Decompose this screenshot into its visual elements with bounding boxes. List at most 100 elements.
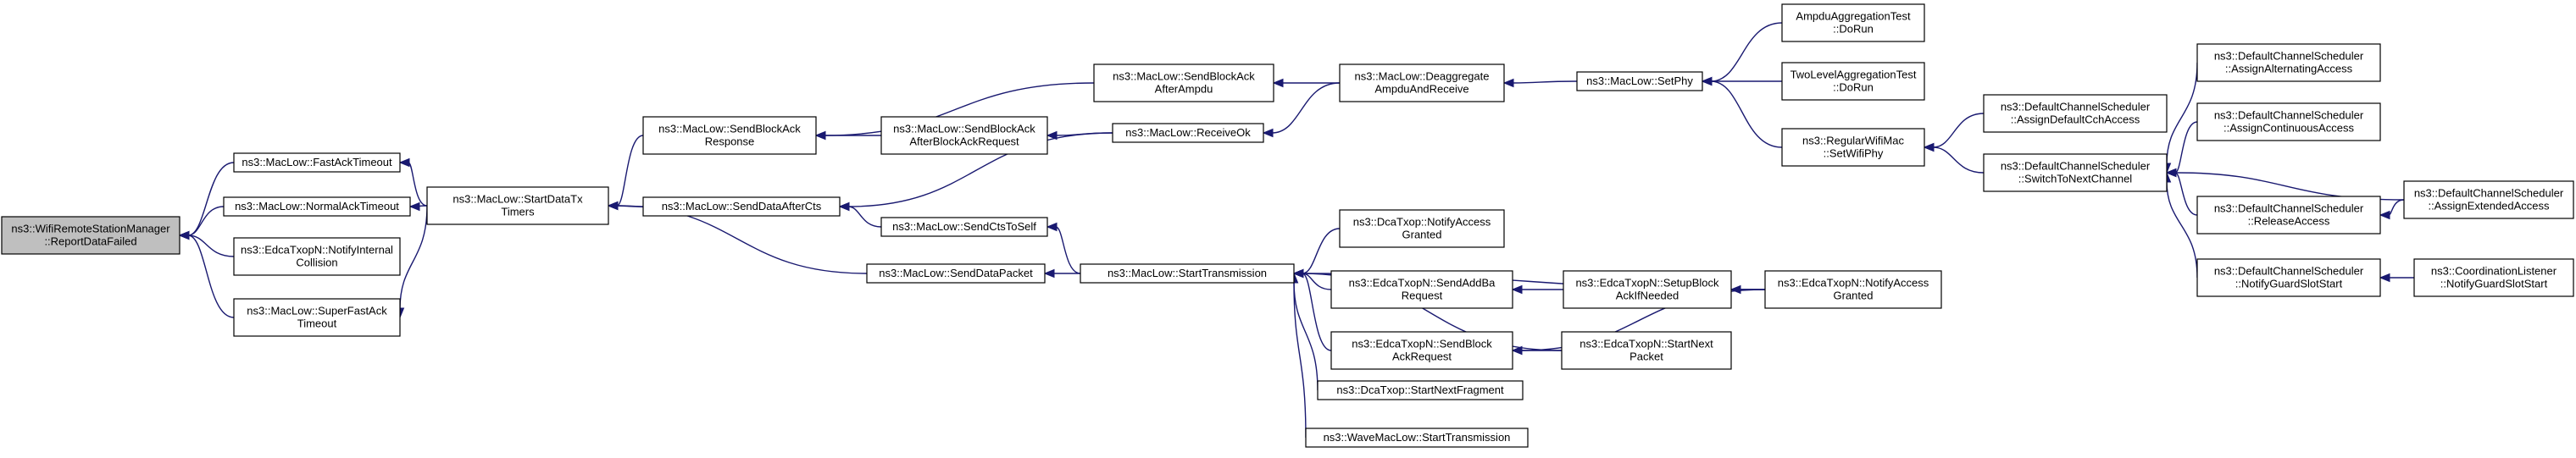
call-edge <box>1271 82 1341 134</box>
arrowhead <box>1511 284 1523 295</box>
node-box[interactable] <box>1764 270 1942 309</box>
node-box[interactable] <box>1781 62 1925 101</box>
node-box[interactable] <box>1576 71 1703 91</box>
node-box[interactable] <box>2196 102 2381 141</box>
node-label: Response <box>705 135 755 148</box>
node-dcaStartNextFrag[interactable]: ns3::DcaTxop::StartNextFragment <box>1317 380 1524 400</box>
call-edge <box>1055 226 1081 274</box>
node-releaseAccess[interactable]: ns3::DefaultChannelScheduler::ReleaseAcc… <box>2196 196 2381 235</box>
node-box[interactable] <box>1781 128 1925 167</box>
node-box[interactable] <box>233 237 401 276</box>
node-box[interactable] <box>1305 428 1529 448</box>
node-box[interactable] <box>1563 270 1732 309</box>
node-label: ns3::MacLow::SendDataPacket <box>879 267 1033 279</box>
node-sendCtsToSelf[interactable]: ns3::MacLow::SendCtsToSelf <box>880 217 1048 237</box>
node-label: AmpduAndReceive <box>1374 83 1468 96</box>
call-edge <box>1710 80 1783 148</box>
node-box[interactable] <box>1561 331 1732 370</box>
node-startTransmission[interactable]: ns3::MacLow::StartTransmission <box>1080 263 1295 284</box>
node-label: AfterAmpdu <box>1155 83 1213 96</box>
node-box[interactable] <box>223 196 411 217</box>
node-label: ns3::EdcaTxopN::SetupBlock <box>1575 277 1719 290</box>
node-box[interactable] <box>642 196 841 217</box>
arrowhead <box>1272 78 1284 88</box>
arrowhead <box>607 201 619 211</box>
node-fastAck[interactable]: ns3::MacLow::FastAckTimeout <box>233 152 401 173</box>
arrowhead <box>1701 76 1713 86</box>
node-box[interactable] <box>2403 180 2574 219</box>
call-edge <box>2166 62 2198 165</box>
node-label: ns3::MacLow::SendCtsToSelf <box>892 220 1036 233</box>
node-label: ns3::MacLow::SendBlockAck <box>893 123 1035 135</box>
node-sendDataAfterCts[interactable]: ns3::MacLow::SendDataAfterCts <box>642 196 841 217</box>
node-box[interactable] <box>1330 331 1513 370</box>
node-sendDataPacket[interactable]: ns3::MacLow::SendDataPacket <box>866 263 1046 284</box>
node-box[interactable] <box>233 152 401 173</box>
node-coordNotifyGuard[interactable]: ns3::CoordinationListener::NotifyGuardSl… <box>2413 258 2574 297</box>
node-box[interactable] <box>642 116 817 155</box>
node-box[interactable] <box>880 116 1048 155</box>
node-twoLevelTest[interactable]: TwoLevelAggregationTest::DoRun <box>1781 62 1925 101</box>
call-edge <box>187 235 235 318</box>
node-box[interactable] <box>1330 270 1513 309</box>
call-edge <box>847 132 1113 207</box>
node-box[interactable] <box>1112 123 1264 143</box>
node-box[interactable] <box>880 217 1048 237</box>
node-box[interactable] <box>426 186 609 225</box>
node-ampduTest[interactable]: AmpduAggregationTest::DoRun <box>1781 3 1925 42</box>
node-box[interactable] <box>1317 380 1524 400</box>
node-switchToNext[interactable]: ns3::DefaultChannelScheduler::SwitchToNe… <box>1983 153 2168 192</box>
node-box[interactable] <box>1339 209 1505 248</box>
node-box[interactable] <box>1983 94 2168 133</box>
call-edge <box>1293 281 1307 439</box>
edge-layer <box>178 22 2414 439</box>
node-normalAck[interactable]: ns3::MacLow::NormalAckTimeout <box>223 196 411 217</box>
node-label: Request <box>1402 290 1443 302</box>
node-label: ns3::EdcaTxopN::SendBlock <box>1352 338 1492 350</box>
node-box[interactable] <box>1 216 180 255</box>
node-box[interactable] <box>2413 258 2574 297</box>
node-box[interactable] <box>1983 153 2168 192</box>
node-box[interactable] <box>2196 196 2381 235</box>
call-edge <box>1710 22 1783 82</box>
node-box[interactable] <box>1781 3 1925 42</box>
arrowhead <box>178 230 190 240</box>
node-label: ns3::EdcaTxopN::NotifyInternal <box>241 244 393 257</box>
node-regularSetWifiPhy[interactable]: ns3::RegularWifiMac::SetWifiPhy <box>1781 128 1925 167</box>
node-box[interactable] <box>866 263 1046 284</box>
node-label: ns3::DefaultChannelScheduler <box>2214 265 2364 278</box>
node-label: ::ReportDataFailed <box>44 235 136 248</box>
node-label: ns3::DefaultChannelScheduler <box>2001 101 2151 113</box>
node-label: ::NotifyGuardSlotStart <box>2440 278 2548 290</box>
node-setPhy[interactable]: ns3::MacLow::SetPhy <box>1576 71 1703 91</box>
node-assignExtended[interactable]: ns3::DefaultChannelScheduler::AssignExte… <box>2403 180 2574 219</box>
node-assignContinuous[interactable]: ns3::DefaultChannelScheduler::AssignCont… <box>2196 102 2381 141</box>
node-box[interactable] <box>1339 63 1505 102</box>
node-assignAlternating[interactable]: ns3::DefaultChannelScheduler::AssignAlte… <box>2196 43 2381 82</box>
node-root[interactable]: ns3::WifiRemoteStationManager::ReportDat… <box>1 216 180 255</box>
node-box[interactable] <box>2196 43 2381 82</box>
node-box[interactable] <box>2196 258 2381 297</box>
node-notifyGuardSlot[interactable]: ns3::DefaultChannelScheduler::NotifyGuar… <box>2196 258 2381 297</box>
node-receiveOk[interactable]: ns3::MacLow::ReceiveOk <box>1112 123 1264 143</box>
node-label: ::AssignDefaultCchAccess <box>2011 113 2140 126</box>
node-sendBlockAckAfterBAR[interactable]: ns3::MacLow::SendBlockAckAfterBlockAckRe… <box>880 116 1048 155</box>
node-box[interactable] <box>1080 263 1295 284</box>
node-assignDefaultCch[interactable]: ns3::DefaultChannelScheduler::AssignDefa… <box>1983 94 2168 133</box>
node-box[interactable] <box>1093 63 1274 102</box>
node-box[interactable] <box>233 298 401 337</box>
node-waveStartTx[interactable]: ns3::WaveMacLow::StartTransmission <box>1305 428 1529 448</box>
